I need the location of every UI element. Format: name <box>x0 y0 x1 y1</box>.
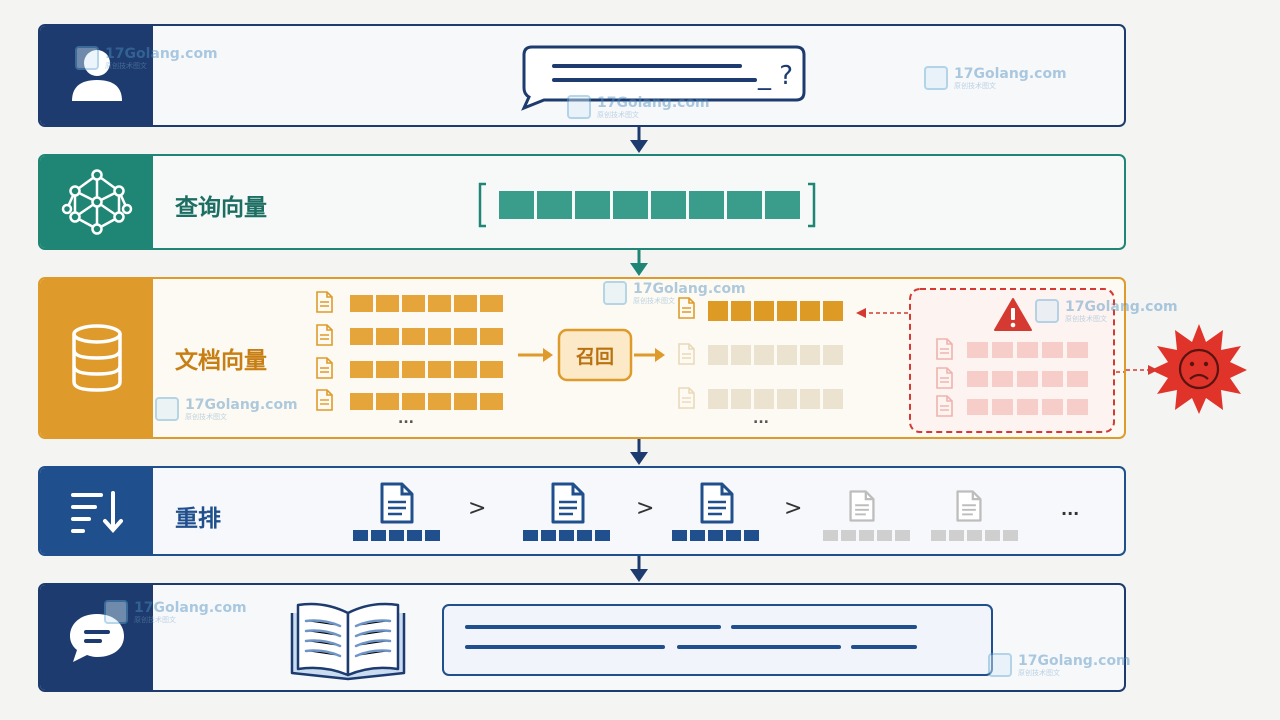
doc-list-ellipsis: ... <box>398 411 414 427</box>
query-vector-label: 查询向量 <box>175 195 267 221</box>
rerank-sidebar <box>40 468 153 554</box>
user-icon <box>71 49 122 101</box>
rerank-sep-2: > <box>636 496 655 521</box>
query-vector-bar <box>478 182 816 228</box>
sad-face-burst-icon <box>1151 324 1247 414</box>
doc-vectors-graphic <box>316 288 1124 433</box>
arrow-docs-to-rerank <box>630 439 648 465</box>
answer-row <box>38 583 1126 692</box>
query-vector-sidebar <box>40 156 153 248</box>
doc-vectors-label: 文档向量 <box>175 348 267 374</box>
rerank-row: 重排 > > > ... <box>38 466 1126 556</box>
question-bubble: _ ? <box>521 45 806 111</box>
warning-icon <box>994 298 1032 331</box>
answer-sidebar <box>40 585 153 690</box>
rerank-ellipsis: ... <box>1061 500 1080 519</box>
query-row: _ ? <box>38 24 1126 127</box>
chat-bubble-icon <box>69 613 124 662</box>
recall-list-ellipsis: ... <box>753 411 769 427</box>
doc-vectors-row: 文档向量 <box>38 277 1126 439</box>
open-book-icon <box>290 602 406 681</box>
question-mark: _ ? <box>757 61 793 91</box>
arrow-query-to-vector <box>630 127 648 153</box>
rerank-sep-1: > <box>468 496 487 521</box>
rerank-sep-3: > <box>784 496 803 521</box>
doc-vectors-sidebar <box>40 279 153 437</box>
recall-label: 召回 <box>575 345 614 368</box>
arrow-rerank-to-answer <box>630 556 648 582</box>
answer-text-box <box>442 604 993 676</box>
rerank-label: 重排 <box>175 506 221 532</box>
query-row-sidebar <box>40 26 153 125</box>
query-vector-row: 查询向量 <box>38 154 1126 250</box>
arrow-vector-to-docs <box>630 250 648 276</box>
rerank-graphic <box>353 482 1018 541</box>
neural-network-icon <box>61 169 132 235</box>
database-icon <box>71 324 122 392</box>
sort-descending-icon <box>70 491 123 534</box>
